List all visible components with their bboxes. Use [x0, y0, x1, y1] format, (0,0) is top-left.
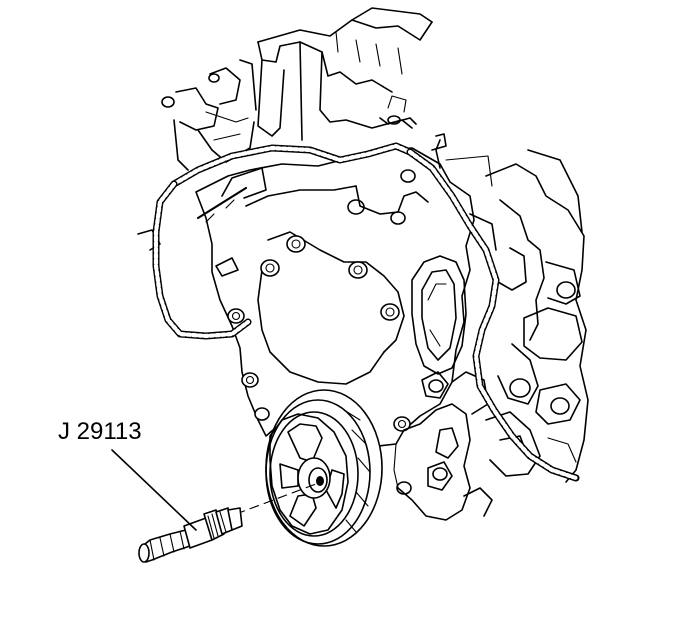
right-engine-block — [469, 149, 589, 483]
balancer-installer-tool — [111, 449, 317, 563]
timing-cover — [137, 133, 493, 495]
crankshaft-balancer-pulley — [265, 389, 383, 547]
lower-cover — [393, 371, 493, 521]
front-cover-gasket — [152, 142, 580, 482]
tool-label: J 29113 — [58, 418, 142, 445]
upper-engine-block — [161, 7, 433, 171]
